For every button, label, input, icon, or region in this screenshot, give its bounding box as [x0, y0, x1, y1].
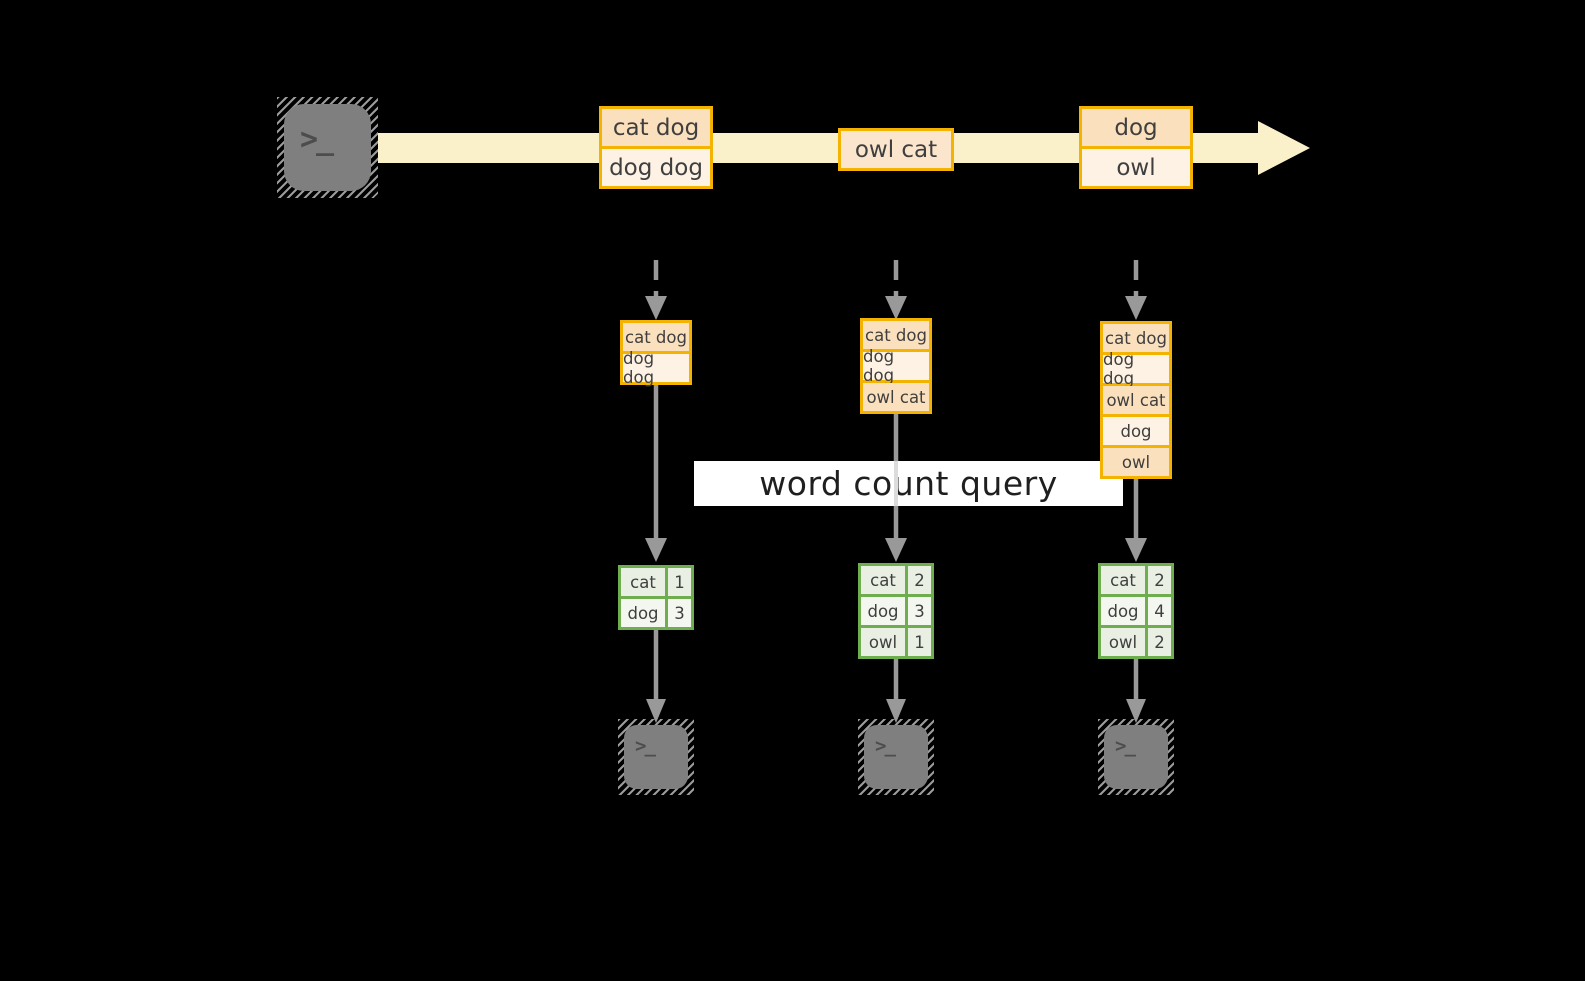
buffer-row: dog dog — [863, 347, 929, 385]
word-count-query-label: word count query — [694, 461, 1123, 506]
table-row: cat 1 — [621, 568, 691, 596]
word-count-table-column-1: cat 1 dog 3 — [618, 565, 694, 630]
word-cell: cat — [1101, 566, 1145, 594]
terminal-prompt-icon: >_ — [875, 735, 896, 757]
table-row: dog 3 — [861, 597, 931, 625]
output-terminal-column-2-icon: >_ — [858, 719, 934, 795]
terminal-prompt-icon: >_ — [635, 735, 656, 757]
buffer-row: cat dog — [1103, 324, 1169, 352]
buffer-row: dog dog — [623, 349, 689, 387]
count-cell: 2 — [1148, 566, 1171, 594]
word-cell: owl — [1101, 628, 1145, 656]
count-cell: 4 — [1148, 597, 1171, 625]
message-cell: owl cat — [841, 131, 951, 168]
word-cell: owl — [861, 628, 905, 656]
count-cell: 3 — [668, 599, 691, 627]
terminal-window-icon: >_ — [284, 104, 371, 191]
word-count-table-column-3: cat 2 dog 4 owl 2 — [1098, 563, 1174, 659]
word-cell: cat — [621, 568, 665, 596]
terminal-prompt-icon: >_ — [1115, 735, 1136, 757]
buffer-row: dog — [1103, 417, 1169, 445]
stream-batch-2: owl cat — [838, 128, 954, 171]
terminal-window-icon: >_ — [1104, 725, 1168, 789]
buffer-row: owl cat — [1103, 386, 1169, 414]
message-cell: dog dog — [602, 149, 710, 186]
input-buffer-column-1: cat dog dog dog — [620, 320, 692, 387]
input-buffer-column-3: cat dog dog dog owl cat dog owl — [1100, 321, 1172, 479]
count-cell: 1 — [668, 568, 691, 596]
buffer-row: owl — [1103, 448, 1169, 476]
terminal-window-icon: >_ — [864, 725, 928, 789]
stream-source-terminal-icon: >_ — [277, 97, 378, 198]
table-row: dog 3 — [621, 599, 691, 627]
arrow-crossing-segment — [894, 461, 898, 506]
output-terminal-column-1-icon: >_ — [618, 719, 694, 795]
dashed-arrowhead-column-2-icon — [885, 296, 907, 320]
word-cell: dog — [1101, 597, 1145, 625]
word-cell: cat — [861, 566, 905, 594]
output-arrowhead-column-2-icon — [886, 699, 906, 723]
query-arrowhead-column-2-icon — [885, 538, 907, 562]
table-row: owl 2 — [1101, 628, 1171, 656]
input-buffer-column-2: cat dog dog dog owl cat — [860, 318, 932, 414]
word-cell: dog — [621, 599, 665, 627]
message-cell: owl — [1082, 149, 1190, 186]
query-arrowhead-column-3-icon — [1125, 538, 1147, 562]
output-arrowhead-column-3-icon — [1126, 699, 1146, 723]
stream-batch-1: cat dog dog dog — [599, 106, 713, 189]
table-row: owl 1 — [861, 628, 931, 656]
buffer-row: cat dog — [623, 323, 689, 351]
dashed-arrowhead-column-1-icon — [645, 296, 667, 320]
table-row: cat 2 — [1101, 566, 1171, 594]
buffer-row: owl cat — [863, 383, 929, 411]
buffer-row: cat dog — [863, 321, 929, 349]
output-terminal-column-3-icon: >_ — [1098, 719, 1174, 795]
count-cell: 2 — [1148, 628, 1171, 656]
dashed-arrowhead-column-3-icon — [1125, 296, 1147, 320]
query-arrowhead-column-1-icon — [645, 538, 667, 562]
stream-timeline-arrowhead-icon — [1258, 121, 1310, 175]
message-cell: dog — [1082, 109, 1190, 146]
stream-batch-3: dog owl — [1079, 106, 1193, 189]
word-cell: dog — [861, 597, 905, 625]
output-arrowhead-column-1-icon — [646, 699, 666, 723]
table-row: dog 4 — [1101, 597, 1171, 625]
message-cell: cat dog — [602, 109, 710, 146]
table-row: cat 2 — [861, 566, 931, 594]
count-cell: 1 — [908, 628, 931, 656]
buffer-row: dog dog — [1103, 350, 1169, 388]
terminal-window-icon: >_ — [624, 725, 688, 789]
terminal-prompt-icon: >_ — [300, 122, 334, 157]
word-count-table-column-2: cat 2 dog 3 owl 1 — [858, 563, 934, 659]
count-cell: 2 — [908, 566, 931, 594]
count-cell: 3 — [908, 597, 931, 625]
